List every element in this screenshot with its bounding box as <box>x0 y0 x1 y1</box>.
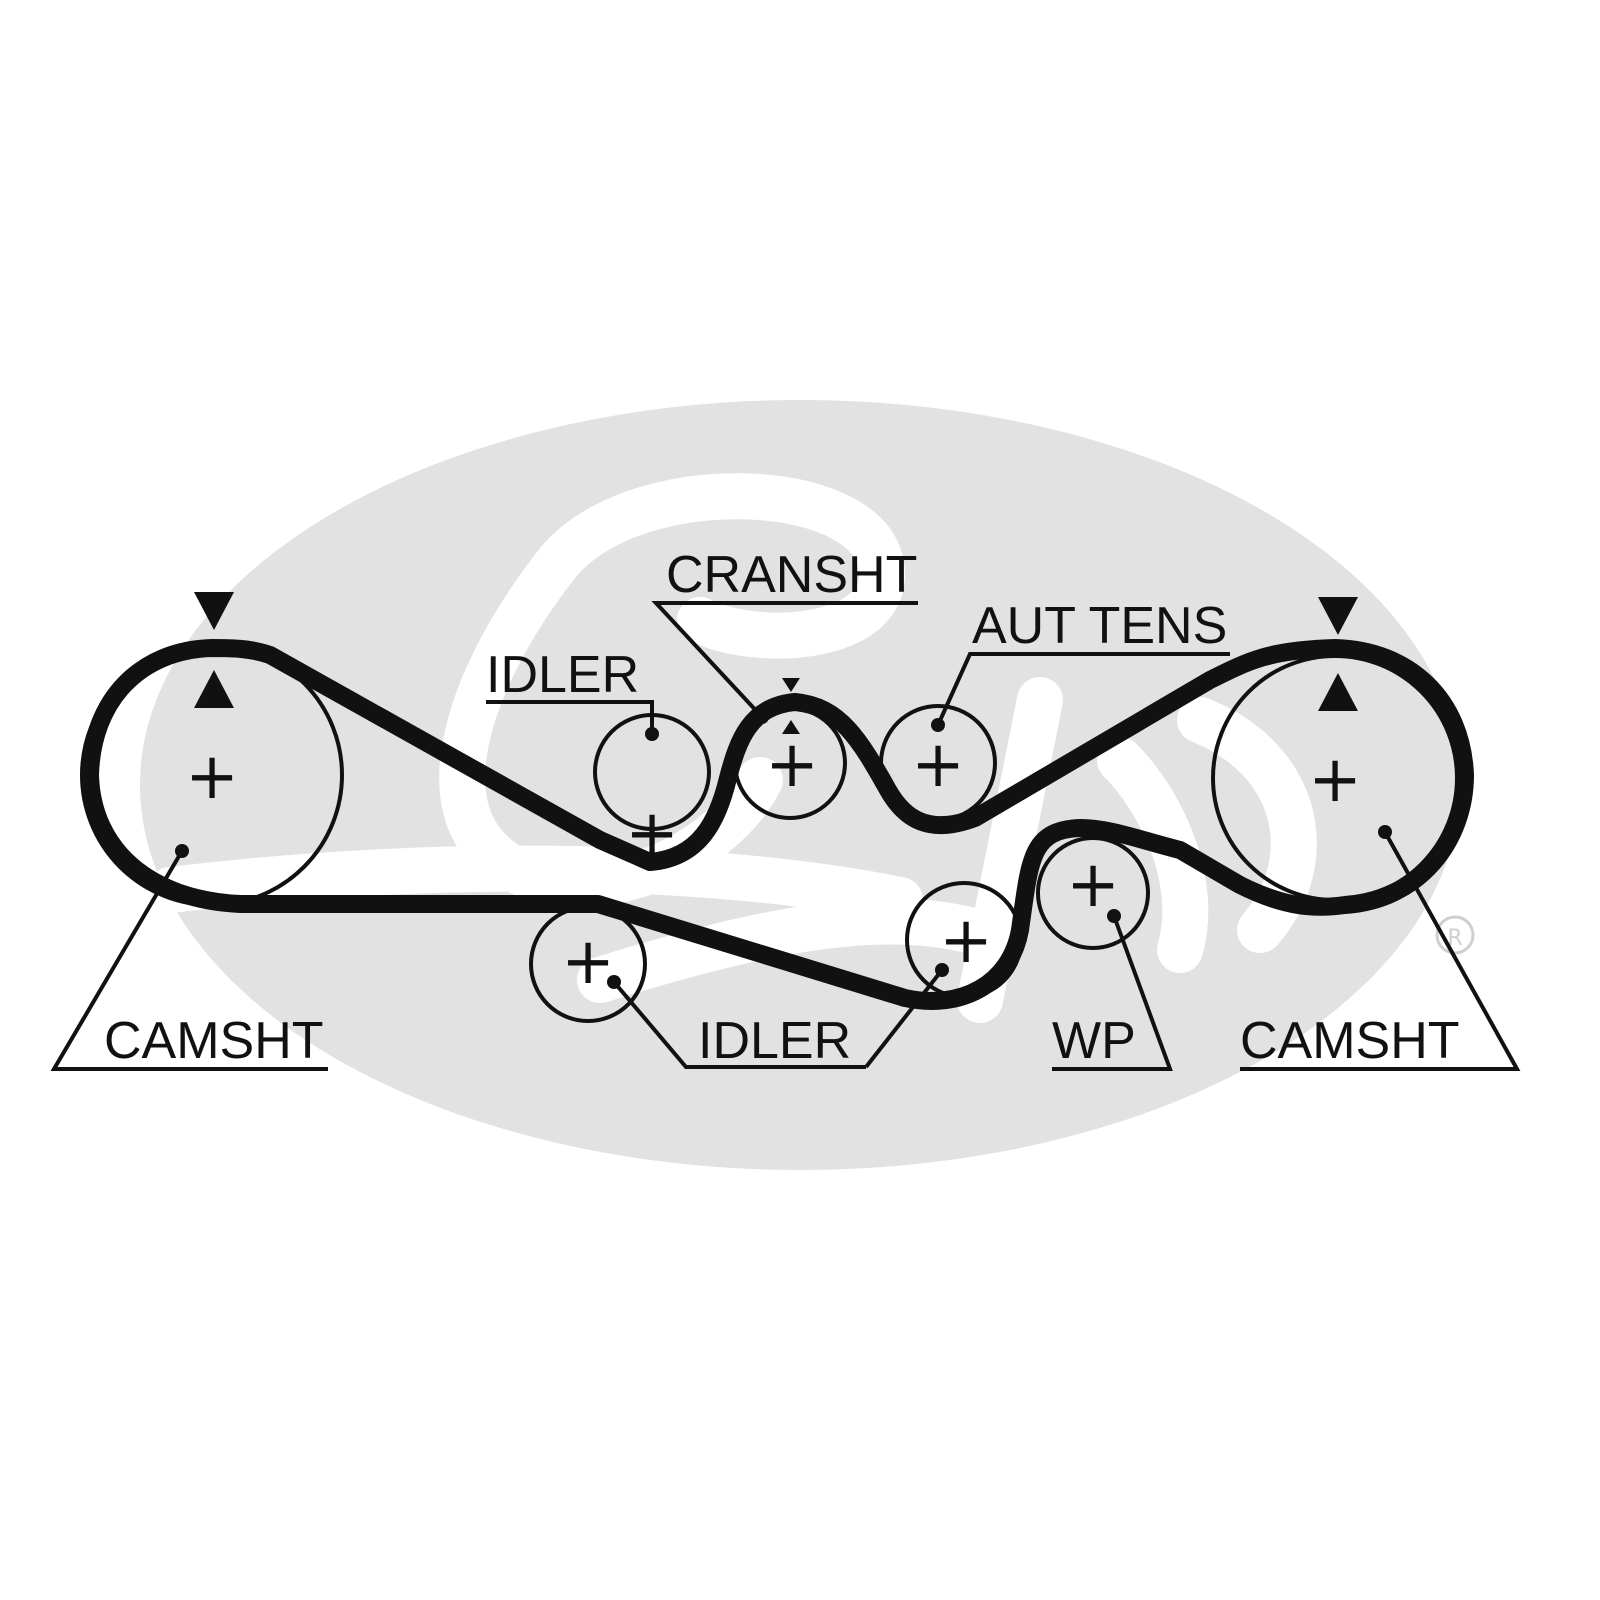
idler-lower-right-center-mark: + <box>939 904 993 978</box>
idler-lower-right-leader <box>864 968 944 1069</box>
camshaft-right-dot <box>1378 825 1392 839</box>
idler-upper-label: IDLER <box>486 646 639 704</box>
water-pump-label: WP <box>1052 1012 1136 1070</box>
crankshaft-dot <box>755 710 769 724</box>
camshaft-left-center-mark: + <box>185 740 239 814</box>
auto-tensioner-center-mark: + <box>911 728 965 802</box>
idler-upper-center-mark: + <box>625 797 679 871</box>
camshaft-right-center-mark: + <box>1308 743 1362 817</box>
camshaft-right-leader <box>1240 831 1521 1071</box>
auto-tensioner-label: AUT TENS <box>972 597 1227 655</box>
camshaft-right-label: CAMSHT <box>1240 1012 1460 1070</box>
gates-watermark-logo: R <box>140 400 1475 1170</box>
crankshaft-timing-mark-down-icon <box>782 678 800 692</box>
water-pump-dot <box>1107 909 1121 923</box>
camshaft-left-leader <box>50 849 328 1071</box>
water-pump-center-mark: + <box>1066 848 1120 922</box>
idler-lower-right-dot <box>935 963 949 977</box>
timing-marks <box>194 592 1358 734</box>
water-pump-leader <box>1052 915 1173 1071</box>
camshaft-left-timing-mark-down-icon <box>194 592 234 630</box>
crankshaft-label: CRANSHT <box>666 546 917 604</box>
leader-lines <box>50 601 1521 1071</box>
camshaft-right-timing-mark-up-icon <box>1318 673 1358 711</box>
idler-lower-left-leader <box>612 980 866 1069</box>
svg-text:R: R <box>1447 926 1462 951</box>
camshaft-left-label: CAMSHT <box>104 1012 324 1070</box>
idler-lower-left-dot <box>607 975 621 989</box>
camshaft-right-timing-mark-down-icon <box>1318 597 1358 635</box>
labels: CAMSHT CAMSHT CRANSHT AUT TENS IDLER IDL… <box>104 546 1460 1070</box>
idler-lower-left-center-mark: + <box>561 925 615 999</box>
idler-lower-label: IDLER <box>698 1012 851 1070</box>
leader-dots <box>175 710 1392 989</box>
camshaft-left-timing-mark-up-icon <box>194 670 234 708</box>
idler-upper-dot <box>645 727 659 741</box>
auto-tensioner-leader <box>936 652 1230 726</box>
camshaft-left-dot <box>175 844 189 858</box>
center-marks: + + + + + + + + <box>185 728 1362 999</box>
auto-tensioner-dot <box>931 718 945 732</box>
crankshaft-center-mark: + <box>765 728 819 802</box>
idler-upper-leader <box>486 700 654 734</box>
water-pump-pulley <box>1036 836 1150 950</box>
crankshaft-leader <box>651 601 918 719</box>
crankshaft-timing-mark-up-icon <box>782 720 800 734</box>
